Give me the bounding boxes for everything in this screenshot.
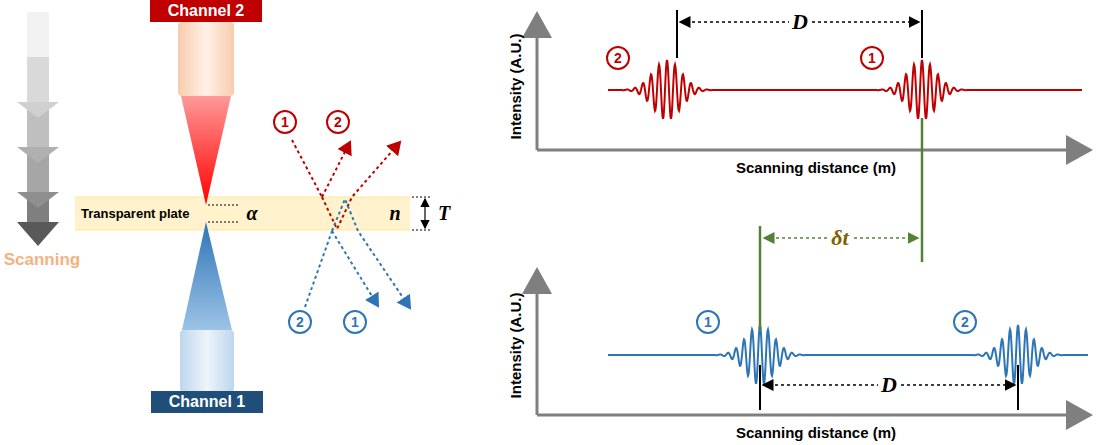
distance-symbol: D bbox=[789, 9, 811, 35]
node-text: 2 bbox=[296, 314, 304, 330]
gap-symbol: α bbox=[246, 202, 257, 225]
plate-edge bbox=[75, 197, 410, 198]
node-text: 2 bbox=[961, 314, 969, 330]
node-text: Channel 1 bbox=[169, 393, 245, 411]
distance-symbol: D bbox=[878, 372, 900, 398]
plate-edge bbox=[75, 230, 410, 231]
callout-number: 2 bbox=[326, 110, 350, 134]
transparent-plate bbox=[75, 197, 410, 230]
callout-number: 1 bbox=[860, 46, 884, 70]
channel-label: Channel 2 bbox=[150, 0, 262, 22]
callout-number: 2 bbox=[606, 46, 630, 70]
scanning-arrow bbox=[17, 12, 59, 246]
node-text: 1 bbox=[281, 114, 289, 130]
refractive-index-symbol: n bbox=[389, 202, 400, 225]
callout-number: 1 bbox=[343, 310, 367, 334]
plot-axes bbox=[537, 14, 1090, 415]
axis-title: Intensity (A.U.) bbox=[508, 292, 525, 398]
thickness-symbol: T bbox=[438, 202, 450, 225]
callout-number: 1 bbox=[696, 310, 720, 334]
blue-rays bbox=[305, 199, 410, 308]
objective-lens bbox=[178, 22, 234, 96]
distance-arrow bbox=[680, 22, 1015, 385]
distance-marker bbox=[677, 10, 1018, 410]
signal-trace bbox=[608, 60, 1082, 119]
axis-title: Scanning distance (m) bbox=[736, 424, 896, 441]
node-text: 2 bbox=[334, 114, 342, 130]
node-text: Transparent plate bbox=[81, 206, 189, 221]
node-text: 1 bbox=[868, 50, 876, 66]
red-rays bbox=[292, 140, 400, 229]
axis-title: Intensity (A.U.) bbox=[508, 33, 525, 139]
signal-trace bbox=[608, 325, 1088, 384]
callout-number: 2 bbox=[288, 310, 312, 334]
focus-cone bbox=[182, 222, 232, 330]
callout-number: 1 bbox=[273, 110, 297, 134]
channel-label: Channel 1 bbox=[151, 391, 263, 413]
callout-number: 2 bbox=[953, 310, 977, 334]
node-text: Channel 2 bbox=[168, 2, 244, 20]
node-text: 2 bbox=[614, 50, 622, 66]
node-text: 1 bbox=[351, 314, 359, 330]
motion-label: Scanning bbox=[4, 250, 81, 270]
axis-title: Scanning distance (m) bbox=[736, 159, 896, 176]
alpha-marker bbox=[208, 205, 240, 222]
thickness-bracket bbox=[412, 197, 432, 230]
focus-cone bbox=[181, 96, 231, 205]
objective-lens bbox=[180, 330, 234, 392]
plate-label: Transparent plate bbox=[75, 197, 235, 230]
node-text: 1 bbox=[704, 314, 712, 330]
time-shift-symbol: δt bbox=[828, 225, 851, 251]
time-shift-marker bbox=[760, 118, 922, 330]
